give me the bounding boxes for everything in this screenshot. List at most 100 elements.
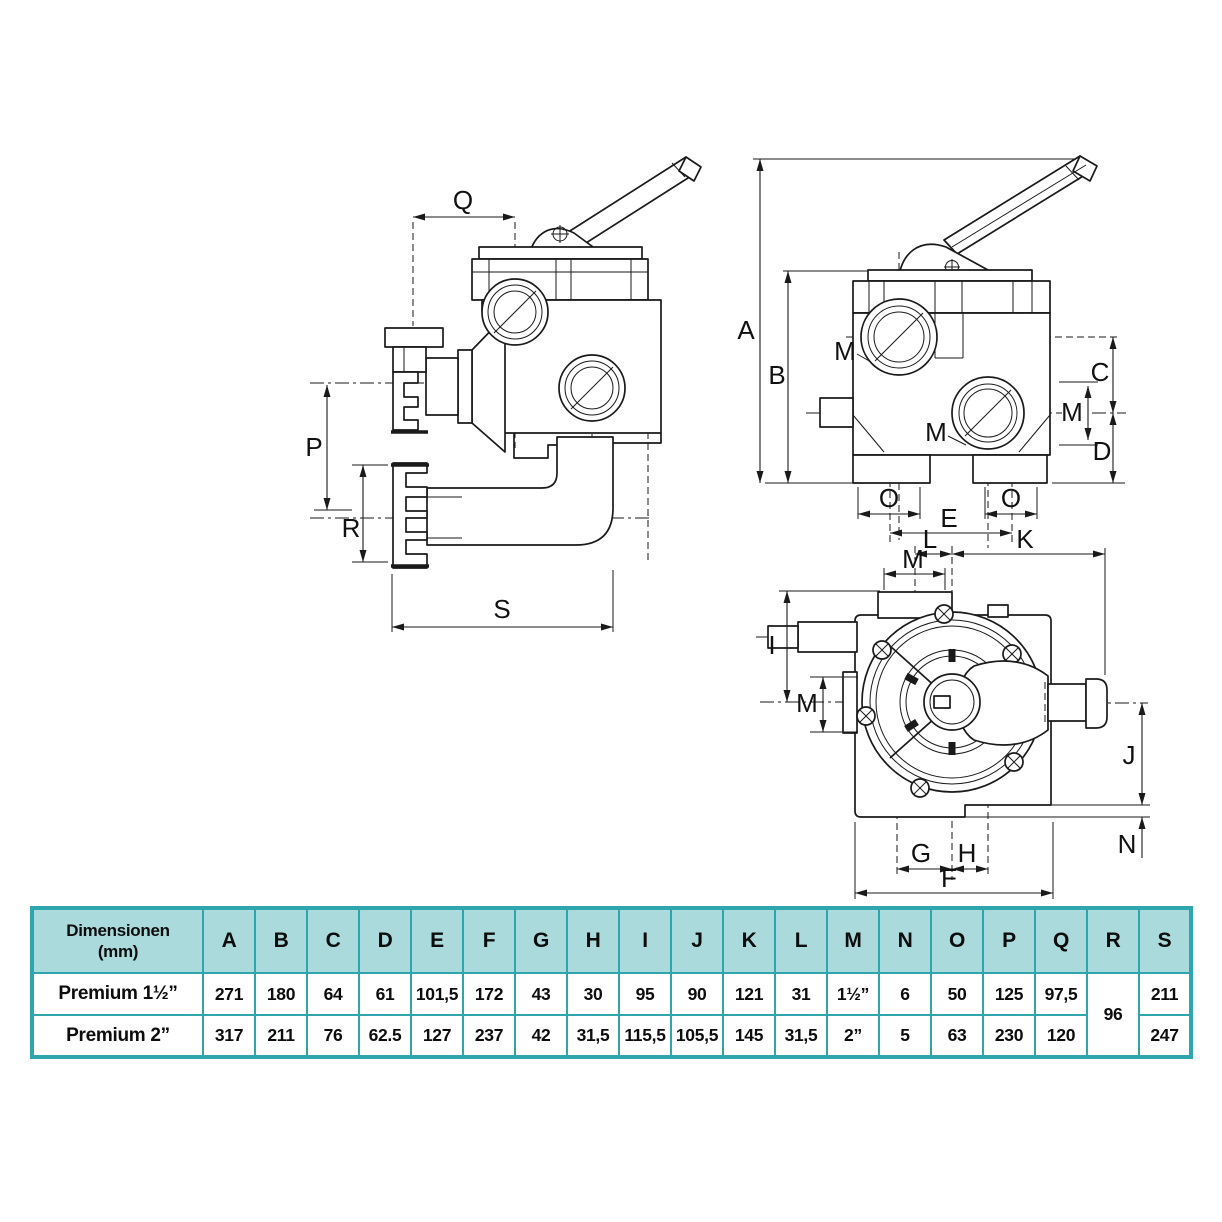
dim-label-o-left: O bbox=[879, 483, 899, 513]
flange bbox=[471, 258, 649, 301]
col-header: I bbox=[618, 907, 672, 974]
dim-value: 127 bbox=[410, 1014, 464, 1058]
dim-value: 5 bbox=[878, 1014, 932, 1058]
dim-value: 76 bbox=[306, 1014, 360, 1058]
dim-value: 90 bbox=[670, 972, 724, 1016]
dim-value: 120 bbox=[1034, 1014, 1088, 1058]
table-corner: Dimensionen (mm) bbox=[31, 907, 204, 974]
col-header: S bbox=[1138, 907, 1192, 974]
dim-value: 30 bbox=[566, 972, 620, 1016]
cover-plate bbox=[867, 269, 1033, 282]
dim-label-m-top: M bbox=[902, 544, 924, 574]
left-stub bbox=[797, 621, 858, 653]
col-header: F bbox=[462, 907, 516, 974]
dim-value: 31,5 bbox=[774, 1014, 828, 1058]
dim-value: 2” bbox=[826, 1014, 880, 1058]
dim-label-m-right: M bbox=[1061, 397, 1083, 427]
dim-label-f: F bbox=[941, 863, 957, 893]
flange-screws bbox=[856, 604, 1024, 798]
dim-value: 42 bbox=[514, 1014, 568, 1058]
waste-stub bbox=[819, 397, 854, 428]
header-row: Dimensionen (mm) A B C D E F G H I J K L… bbox=[31, 907, 1192, 974]
union-nut-top bbox=[384, 327, 444, 348]
row-label: Premium 2” bbox=[31, 1014, 204, 1058]
dim-label-e: E bbox=[940, 503, 957, 533]
dim-label-n: N bbox=[1118, 829, 1137, 859]
dim-value: 180 bbox=[254, 972, 308, 1016]
dim-value: 61 bbox=[358, 972, 412, 1016]
col-header: K bbox=[722, 907, 776, 974]
dim-value: 125 bbox=[982, 972, 1036, 1016]
col-header: R bbox=[1086, 907, 1140, 974]
col-header: P bbox=[982, 907, 1036, 974]
dim-value: 50 bbox=[930, 972, 984, 1016]
dim-value: 31,5 bbox=[566, 1014, 620, 1058]
dim-value: 101,5 bbox=[410, 972, 464, 1016]
dim-value: 62.5 bbox=[358, 1014, 412, 1058]
dim-label-d: D bbox=[1093, 436, 1112, 466]
dim-label-h: H bbox=[958, 838, 977, 868]
side-view: Q P R S bbox=[305, 156, 702, 632]
dim-value: 211 bbox=[1138, 972, 1192, 1016]
leg-right bbox=[972, 454, 1048, 484]
dim-label-i: I bbox=[768, 630, 775, 660]
dim-value-merged-r: 96 bbox=[1086, 972, 1140, 1058]
corner-line1: Dimensionen bbox=[66, 920, 170, 940]
dim-value: 230 bbox=[982, 1014, 1036, 1058]
col-header: H bbox=[566, 907, 620, 974]
col-header: M bbox=[826, 907, 880, 974]
dim-value: 247 bbox=[1138, 1014, 1192, 1058]
dim-label-q: Q bbox=[453, 185, 473, 215]
cover-plate bbox=[478, 246, 643, 260]
col-header: N bbox=[878, 907, 932, 974]
dim-value: 317 bbox=[202, 1014, 256, 1058]
dim-value: 6 bbox=[878, 972, 932, 1016]
dim-label-p: P bbox=[305, 432, 322, 462]
dim-value: 95 bbox=[618, 972, 672, 1016]
handle-neck bbox=[1047, 683, 1087, 722]
dim-value: 105,5 bbox=[670, 1014, 724, 1058]
dim-label-j: J bbox=[1123, 740, 1136, 770]
dim-value: 115,5 bbox=[618, 1014, 672, 1058]
col-header: A bbox=[202, 907, 256, 974]
front-port-pump bbox=[860, 298, 938, 376]
front-view: A B M M M C D O O E bbox=[737, 155, 1126, 548]
dim-label-r: R bbox=[342, 513, 361, 543]
col-header: D bbox=[358, 907, 412, 974]
leg-left bbox=[852, 454, 931, 484]
dimensions-table: Dimensionen (mm) A B C D E F G H I J K L… bbox=[30, 906, 1193, 1059]
elbow-pipe bbox=[426, 436, 614, 546]
front-port-return bbox=[951, 376, 1025, 450]
dim-value: 145 bbox=[722, 1014, 776, 1058]
dim-label-b: B bbox=[768, 360, 785, 390]
dim-value: 64 bbox=[306, 972, 360, 1016]
left-flange-tab bbox=[842, 671, 858, 734]
handle-tip bbox=[1072, 155, 1098, 182]
dim-label-m-left: M bbox=[834, 336, 856, 366]
handle-knob bbox=[1085, 678, 1108, 729]
dim-value: 63 bbox=[930, 1014, 984, 1058]
dim-label-l: L bbox=[923, 524, 937, 554]
dim-label-k: K bbox=[1016, 524, 1034, 554]
dim-value: 31 bbox=[774, 972, 828, 1016]
dim-value: 271 bbox=[202, 972, 256, 1016]
col-header: O bbox=[930, 907, 984, 974]
dim-label-c: C bbox=[1091, 357, 1110, 387]
dim-value: 172 bbox=[462, 972, 516, 1016]
col-header: G bbox=[514, 907, 568, 974]
dim-label-g: G bbox=[911, 838, 931, 868]
handle-tip bbox=[678, 156, 702, 182]
col-header: Q bbox=[1034, 907, 1088, 974]
table-row: Premium 1½” 271 180 64 61 101,5 172 43 3… bbox=[31, 972, 1192, 1058]
dim-value: 43 bbox=[514, 972, 568, 1016]
dim-value: 237 bbox=[462, 1014, 516, 1058]
col-header: J bbox=[670, 907, 724, 974]
table-row: Premium 2” 317 211 76 62.5 127 237 42 31… bbox=[31, 1014, 1192, 1058]
dim-label-m-mid: M bbox=[925, 417, 947, 447]
flange bbox=[852, 280, 1051, 314]
col-header: C bbox=[306, 907, 360, 974]
dim-label-o-right: O bbox=[1001, 483, 1021, 513]
dim-label-s: S bbox=[493, 594, 510, 624]
dim-value: 1½” bbox=[826, 972, 880, 1016]
